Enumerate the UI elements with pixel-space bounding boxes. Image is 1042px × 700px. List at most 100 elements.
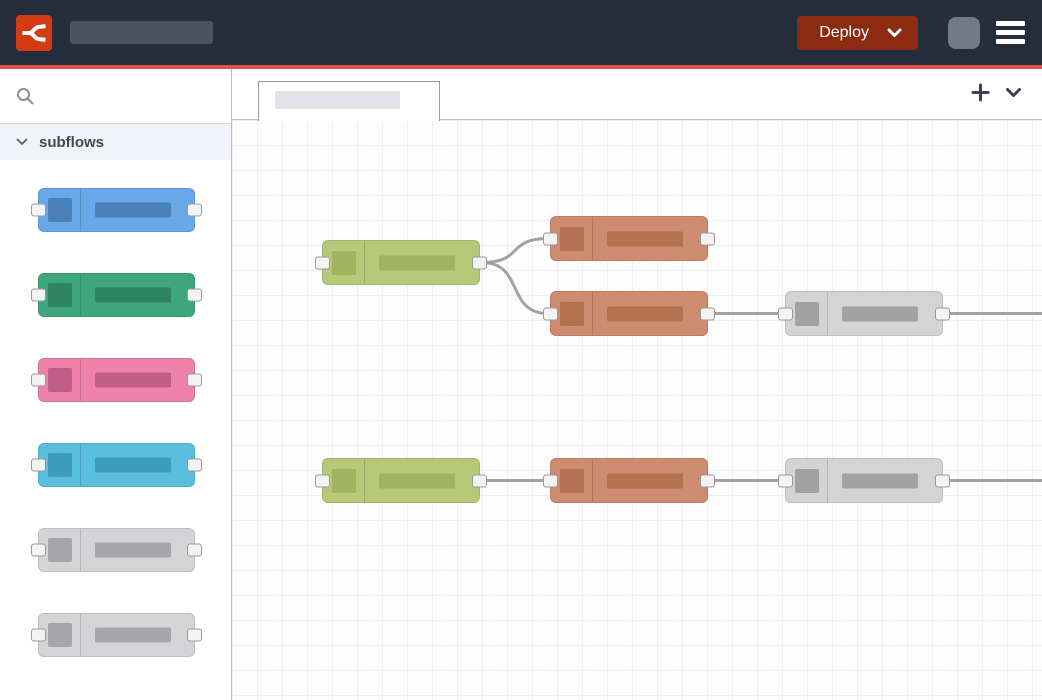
node-label-placeholder (379, 473, 455, 488)
node-icon (48, 623, 72, 647)
canvas-node-wrapper (543, 291, 715, 336)
header-accent-line (0, 65, 1042, 69)
canvas-node-wrapper (315, 458, 487, 503)
node-icon (332, 468, 356, 493)
node-icon (48, 283, 72, 307)
node-input-port[interactable] (778, 474, 793, 487)
flow-node-subflow-green[interactable] (31, 273, 202, 317)
node-label-placeholder (95, 627, 171, 643)
flow-node-salmon-3[interactable] (543, 458, 715, 503)
node-icon (560, 226, 584, 251)
node-icon (560, 468, 584, 493)
node-input-port[interactable] (778, 307, 793, 320)
node-output-port[interactable] (187, 458, 202, 472)
node-output-port[interactable] (700, 232, 715, 245)
node-output-port[interactable] (187, 203, 202, 217)
node-input-port[interactable] (31, 203, 46, 217)
flow-node-olive-1[interactable] (315, 240, 487, 285)
search-icon (17, 88, 34, 105)
flow-node-olive-2[interactable] (315, 458, 487, 503)
node-input-port[interactable] (31, 543, 46, 557)
node-icon-region (786, 459, 828, 502)
wire[interactable] (480, 237, 550, 264)
palette-search[interactable] (0, 69, 231, 124)
node-output-port[interactable] (472, 256, 487, 269)
palette-node-list (0, 160, 231, 657)
deploy-label: Deploy (819, 23, 869, 41)
flow-node-subflow-gray[interactable] (31, 613, 202, 657)
node-icon-region (551, 217, 593, 260)
node-output-port[interactable] (187, 543, 202, 557)
node-input-port[interactable] (31, 288, 46, 302)
node-icon-region (323, 459, 365, 502)
node-output-port[interactable] (187, 628, 202, 642)
node-label-placeholder (95, 542, 171, 558)
palette-item (31, 528, 202, 572)
node-icon (48, 368, 72, 392)
flow-tab[interactable] (258, 81, 440, 121)
flow-node-salmon-1[interactable] (543, 216, 715, 261)
node-output-port[interactable] (700, 307, 715, 320)
node-input-port[interactable] (543, 307, 558, 320)
node-label-placeholder (607, 231, 683, 246)
wire-layer (480, 237, 1042, 482)
node-label-placeholder (379, 255, 455, 270)
node-icon-region (39, 529, 81, 571)
canvas-node-wrapper (778, 458, 950, 503)
flow-node-subflow-cyan[interactable] (31, 443, 202, 487)
flow-node-subflow-pink[interactable] (31, 358, 202, 402)
chevron-down-icon (887, 28, 902, 37)
node-output-port[interactable] (472, 474, 487, 487)
node-output-port[interactable] (187, 373, 202, 387)
node-input-port[interactable] (315, 474, 330, 487)
node-label-placeholder (607, 306, 683, 321)
node-icon (48, 198, 72, 222)
flow-tab-label-placeholder (275, 91, 400, 109)
palette-item (31, 443, 202, 487)
node-icon (48, 538, 72, 562)
node-output-port[interactable] (935, 307, 950, 320)
menu-icon[interactable] (996, 17, 1025, 48)
menu-bar (996, 30, 1025, 35)
node-input-port[interactable] (543, 474, 558, 487)
menu-bar (996, 21, 1025, 26)
node-input-port[interactable] (31, 628, 46, 642)
canvas-node-wrapper (543, 216, 715, 261)
node-icon (560, 301, 584, 326)
deploy-button[interactable]: Deploy (797, 15, 918, 50)
node-icon (795, 301, 819, 326)
node-output-port[interactable] (187, 288, 202, 302)
flow-canvas[interactable] (232, 120, 1042, 700)
node-icon (332, 250, 356, 275)
flow-node-gray-1[interactable] (778, 291, 950, 336)
palette-category-label: subflows (39, 133, 105, 151)
node-red-logo[interactable] (16, 14, 52, 51)
wire[interactable] (480, 261, 550, 315)
canvas-node-wrapper (315, 240, 487, 285)
node-icon-region (39, 189, 81, 231)
node-input-port[interactable] (31, 458, 46, 472)
flow-node-salmon-2[interactable] (543, 291, 715, 336)
palette-item (31, 358, 202, 402)
palette-category-subflows[interactable]: subflows (0, 124, 231, 160)
node-icon-region (39, 274, 81, 316)
node-output-port[interactable] (700, 474, 715, 487)
workspace-title-placeholder (70, 21, 213, 44)
canvas-node-wrapper (778, 291, 950, 336)
node-output-port[interactable] (935, 474, 950, 487)
add-flow-button[interactable] (971, 83, 990, 102)
node-icon-region (551, 292, 593, 335)
flow-node-subflow-blue[interactable] (31, 188, 202, 232)
user-avatar[interactable] (948, 16, 980, 49)
node-icon-region (39, 614, 81, 656)
workspace (232, 69, 1042, 700)
node-input-port[interactable] (31, 373, 46, 387)
node-input-port[interactable] (315, 256, 330, 269)
workspace-tabbar (232, 69, 1042, 121)
node-label-placeholder (95, 372, 171, 388)
node-red-branch-icon (22, 23, 46, 42)
flow-node-gray-2[interactable] (778, 458, 950, 503)
flow-node-subflow-gray[interactable] (31, 528, 202, 572)
node-input-port[interactable] (543, 232, 558, 245)
flow-list-button[interactable] (1005, 87, 1022, 98)
